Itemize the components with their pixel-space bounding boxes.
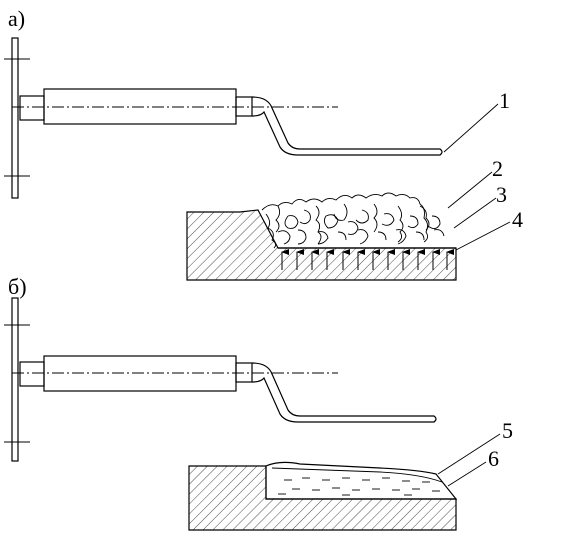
shaft-a <box>19 95 45 121</box>
workpiece-b <box>188 461 458 531</box>
base-block-a <box>186 209 457 281</box>
panel-a-tool <box>4 37 443 199</box>
holder-plate-a <box>11 37 19 199</box>
bent-rod-b <box>251 362 437 423</box>
bent-rod-1 <box>251 96 443 156</box>
melt-dashes <box>278 477 440 496</box>
heat-arrows-4 <box>281 249 454 270</box>
panel-b-tool <box>4 297 437 462</box>
callout-4: 4 <box>512 207 523 232</box>
granular-layer-2 <box>261 192 445 249</box>
cylinder-body-a <box>43 88 237 125</box>
callout-leaders-a <box>443 103 511 251</box>
callout-6: 6 <box>488 446 499 471</box>
callout-2: 2 <box>492 156 503 181</box>
cylinder-body-b <box>43 355 237 392</box>
shaft-b <box>19 361 45 387</box>
workpiece-a <box>186 192 457 281</box>
callout-3: 3 <box>496 182 507 207</box>
holder-plate-b <box>11 297 19 462</box>
callout-leaders-b <box>437 433 501 487</box>
panel-b-label: б) <box>8 274 27 299</box>
melt-layer-5 <box>265 461 458 500</box>
panel-a-label: а) <box>8 6 25 31</box>
callout-5: 5 <box>502 418 513 443</box>
callout-1: 1 <box>499 88 510 113</box>
